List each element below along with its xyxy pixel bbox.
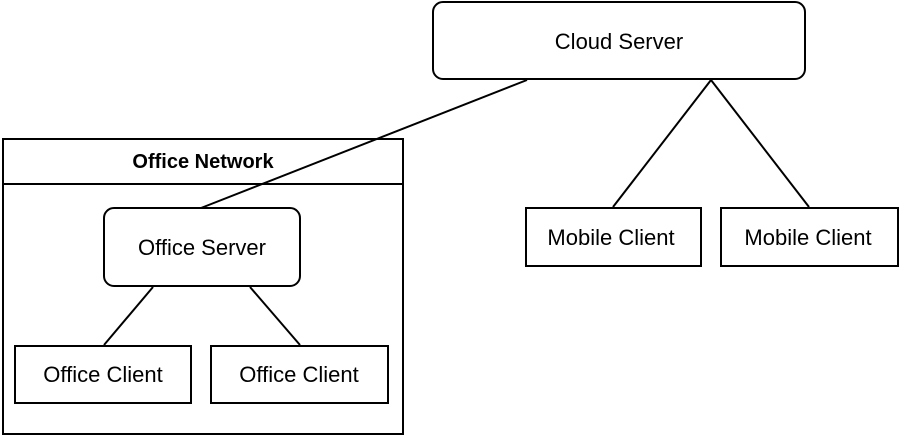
office-server-label: Office Server: [138, 235, 266, 260]
office-client-2-label: Office Client: [239, 362, 358, 387]
office-client-2-box: [210, 345, 389, 404]
mobile-client-2-node: Mobile Client: [720, 207, 899, 267]
edge-cloud-to-mobile-client-2: [710, 79, 810, 208]
mobile-client-1-box: [525, 207, 702, 267]
edge-office-server-to-client-2: [249, 286, 301, 346]
edges: [103, 79, 810, 346]
office-client-1-node: Office Client: [14, 345, 192, 404]
cloud-server-label: Cloud Server: [555, 29, 683, 54]
office-client-2-node: Office Client: [210, 345, 389, 404]
edge-cloud-to-office-server: [200, 79, 528, 209]
edge-cloud-to-mobile-client-1: [612, 79, 712, 208]
office-server-box: [103, 207, 301, 287]
edge-office-server-to-client-1: [103, 286, 154, 346]
mobile-client-2-box: [720, 207, 899, 267]
office-network-title: Office Network: [132, 151, 274, 173]
mobile-client-2-label: Mobile Client: [744, 225, 871, 250]
mobile-client-1-node: Mobile Client: [525, 207, 702, 267]
office-client-1-label: Office Client: [43, 362, 162, 387]
cloud-server-box: [432, 1, 806, 80]
office-client-1-box: [14, 345, 192, 404]
cloud-server-node: Cloud Server: [432, 1, 806, 80]
office-server-node: Office Server: [103, 207, 301, 287]
mobile-client-1-label: Mobile Client: [547, 225, 674, 250]
